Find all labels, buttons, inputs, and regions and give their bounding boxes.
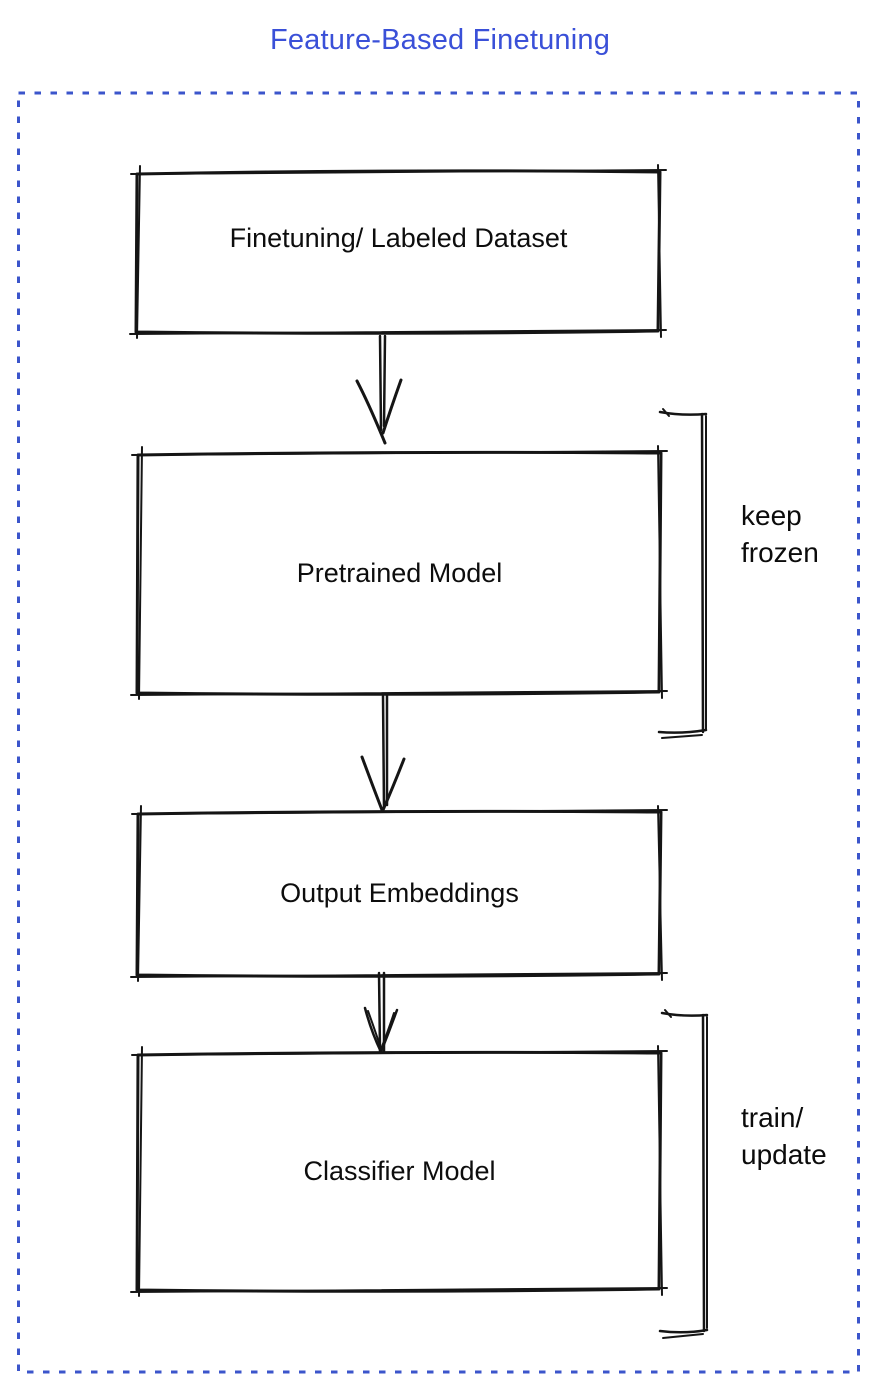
arrow-dataset-to-pretrained — [355, 334, 403, 445]
node-classifier-shape — [130, 1045, 668, 1297]
diagram-title: Feature-Based Finetuning — [269, 24, 611, 56]
bracket-train-update — [658, 1009, 709, 1339]
node-dataset-label: Finetuning/ Labeled Dataset — [229, 222, 568, 253]
annotation-keep-frozen: keep frozen — [741, 500, 819, 568]
arrow-pretrained-to-embeddings — [360, 694, 406, 812]
node-pretrained-label: Pretrained Model — [296, 557, 503, 588]
annotation-train-update: train/ update — [741, 1102, 827, 1170]
node-classifier-label: Classifier Model — [303, 1156, 496, 1186]
arrow-embeddings-to-classifier — [363, 971, 399, 1054]
bracket-keep-frozen — [657, 408, 708, 739]
node-embeddings-label: Output Embeddings — [280, 878, 519, 908]
node-dataset-shape — [129, 164, 667, 339]
dashed-container-border — [17, 91, 860, 1374]
node-pretrained-shape — [130, 445, 668, 700]
node-embeddings-shape — [130, 805, 668, 982]
